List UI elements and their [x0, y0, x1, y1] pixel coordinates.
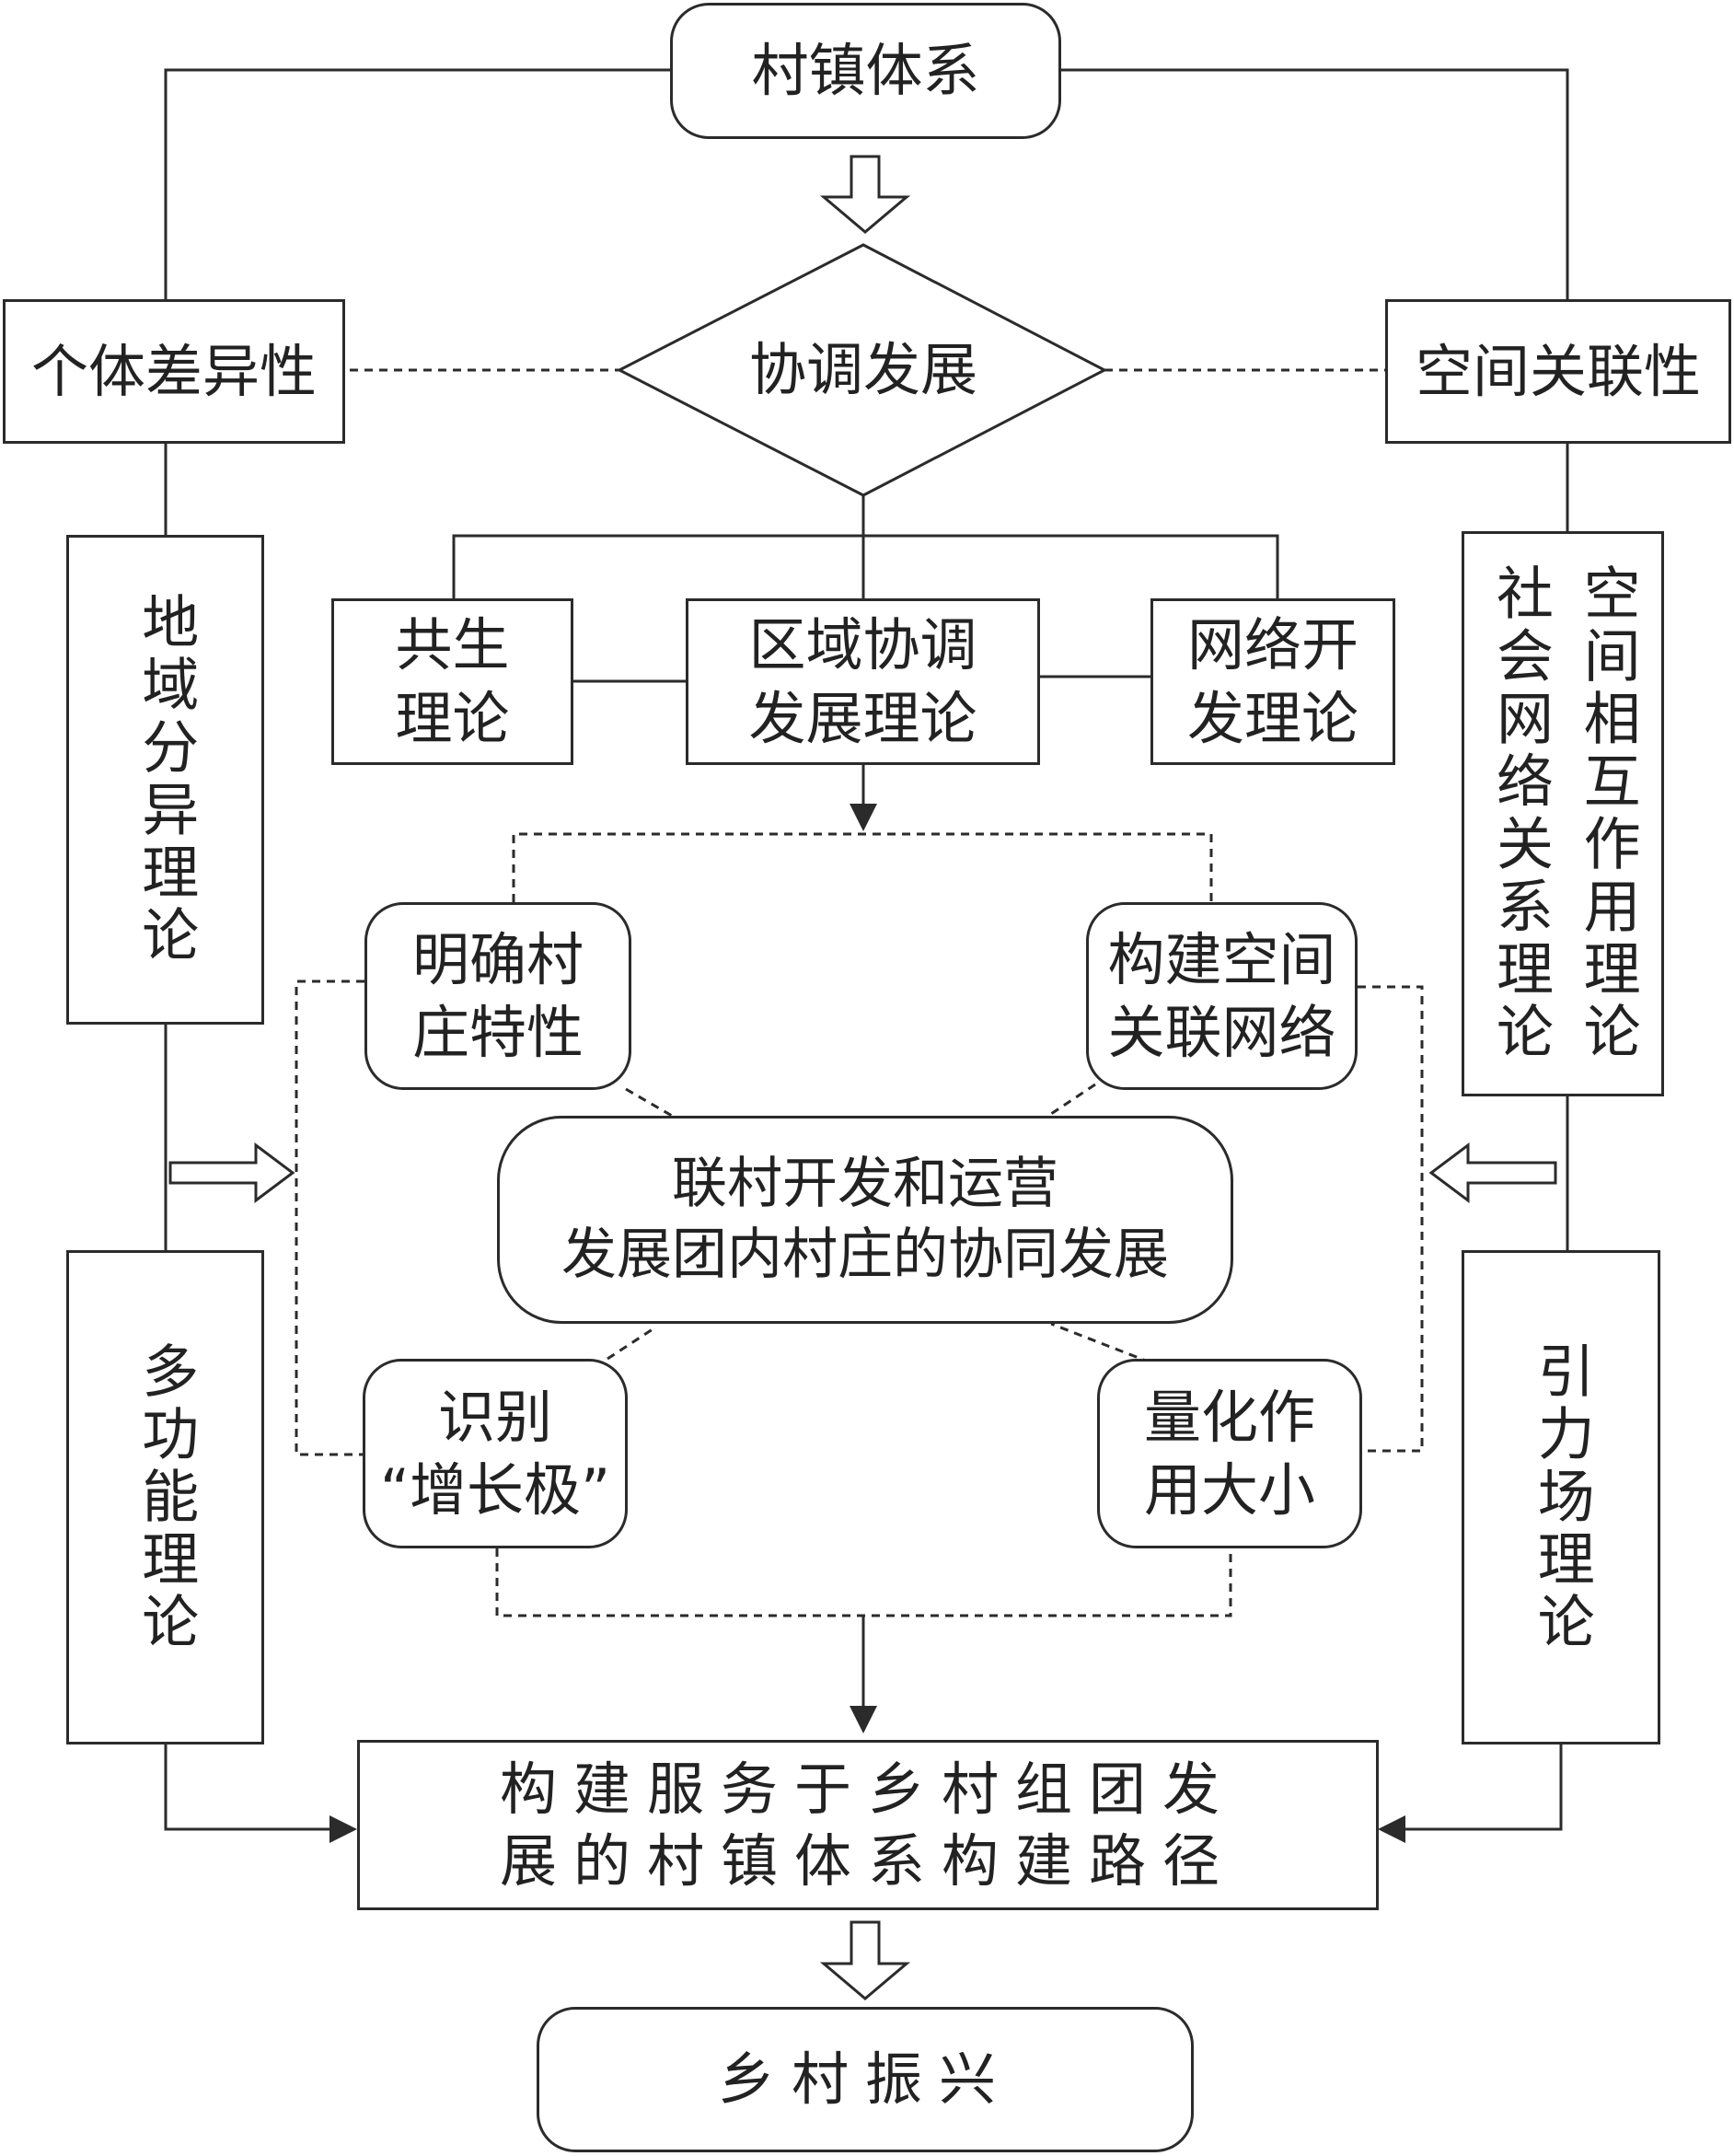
social-spatial-theory-box: 社会网络关系理论 空间相互作用理论 [1462, 531, 1664, 1096]
gravity-field-theory-box: 引力场理论 [1462, 1250, 1660, 1745]
right-bottom-arrow [1378, 1745, 1563, 1843]
construction-path-box: 构建服务于乡村组团发 展的村镇体系构建路径 [357, 1740, 1379, 1910]
coordinated-development-diamond [616, 243, 1108, 497]
diag-top-right [1050, 1083, 1096, 1116]
individual-difference-box: 个体差异性 [3, 299, 345, 444]
coordinated-development-label: 协调发展 [748, 336, 977, 403]
theory-bracket [452, 534, 1279, 598]
dotted-top-bracket [512, 832, 1213, 902]
network-development-theory-box: 网络开 发理论 [1150, 598, 1395, 765]
hollow-arrow-top [819, 155, 911, 234]
top-right-connector [1061, 68, 1569, 299]
build-spatial-network-box: 构建空间 关联网络 [1086, 902, 1358, 1090]
village-town-system-box: 村镇体系 [670, 3, 1061, 139]
top-left-connector [164, 68, 670, 299]
hollow-arrow-bottom [819, 1920, 911, 2000]
dotted-bottom-bracket [495, 1548, 1232, 1617]
diag-top-left [625, 1087, 673, 1118]
social-network-theory-text: 社会网络关系理论 [1486, 563, 1554, 1064]
hollow-arrow-right [1428, 1142, 1557, 1203]
dotted-right-bracket [1358, 985, 1424, 1453]
left-bottom-arrow [164, 1745, 357, 1843]
multifunction-theory-box: 多功能理论 [66, 1250, 264, 1745]
clarify-village-traits-box: 明确村 庄特性 [364, 902, 631, 1090]
symbiosis-theory-box: 共生 理论 [331, 598, 573, 765]
diag-bottom-left [607, 1326, 656, 1361]
regional-differentiation-theory-box: 地域分异理论 [66, 535, 264, 1025]
joint-development-box: 联村开发和运营 发展团内村庄的协同发展 [497, 1116, 1233, 1324]
rural-revitalization-box: 乡村振兴 [537, 2007, 1194, 2152]
identify-growth-pole-box: 识别 “增长极” [363, 1359, 628, 1548]
regional-coordination-theory-box: 区域协调 发展理论 [686, 598, 1040, 765]
quantify-effect-box: 量化作 用大小 [1097, 1359, 1362, 1548]
spatial-correlation-box: 空间关联性 [1385, 299, 1731, 444]
hollow-arrow-left [168, 1142, 295, 1203]
diag-bottom-right [1050, 1322, 1151, 1364]
dotted-left-bracket [295, 979, 364, 1456]
spatial-interaction-theory-text: 空间相互作用理论 [1573, 563, 1641, 1064]
